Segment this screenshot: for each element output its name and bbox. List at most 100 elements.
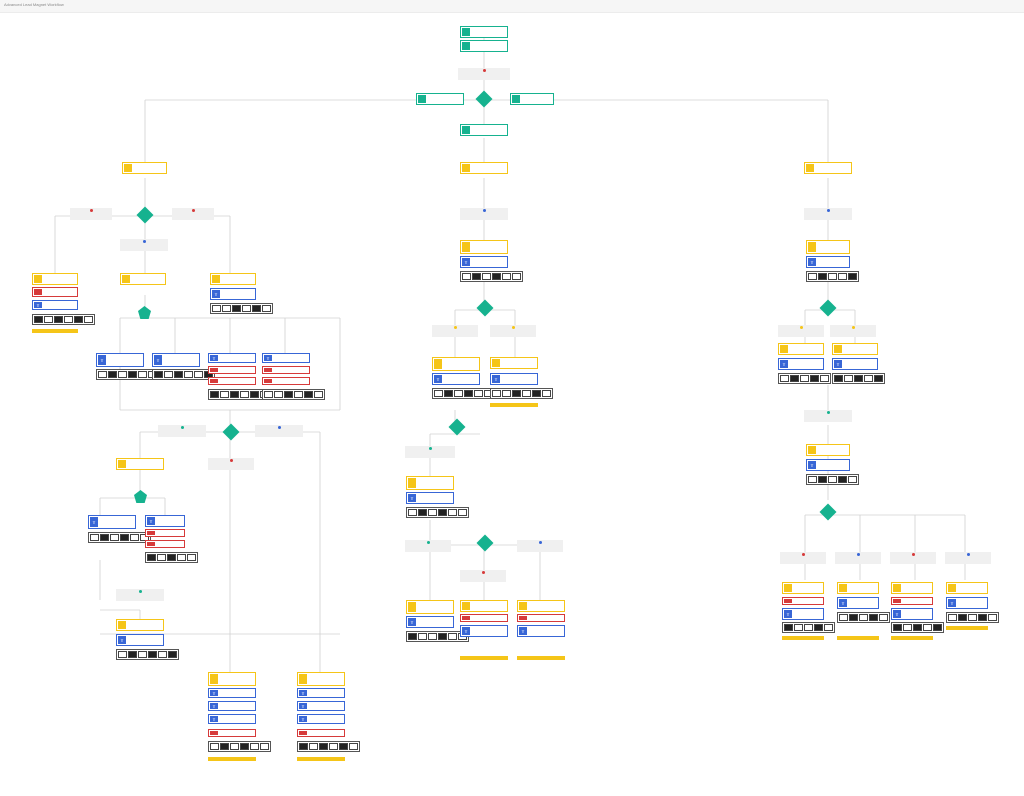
toolbar-button[interactable] [492,390,501,397]
yellow-step-node[interactable] [210,273,256,285]
toolbar-button[interactable] [512,273,521,280]
toolbar-button[interactable] [780,375,789,382]
green-step-node[interactable] [460,26,508,38]
toolbar-button[interactable] [250,391,259,398]
condition-node[interactable] [830,325,876,337]
toolbar-button[interactable] [814,624,823,631]
toolbar-button[interactable] [220,743,229,750]
toolbar-button[interactable] [157,554,166,561]
blue-step-node[interactable]: T [806,256,850,268]
milestone-bar[interactable] [946,626,988,630]
step-toolbar[interactable] [837,612,890,623]
toolbar-button[interactable] [428,509,437,516]
yellow-step-node[interactable] [891,582,933,594]
toolbar-button[interactable] [210,743,219,750]
step-toolbar[interactable] [96,369,159,380]
step-toolbar[interactable] [297,741,360,752]
toolbar-button[interactable] [264,391,273,398]
blue-step-node[interactable]: T [297,701,345,711]
toolbar-button[interactable] [164,371,173,378]
yellow-step-node[interactable] [120,273,166,285]
toolbar-button[interactable] [434,390,443,397]
toolbar-button[interactable] [284,391,293,398]
toolbar-button[interactable] [100,534,109,541]
toolbar-button[interactable] [220,391,229,398]
yellow-step-node[interactable] [806,444,850,456]
toolbar-button[interactable] [502,390,511,397]
toolbar-button[interactable] [250,743,259,750]
red-step-node[interactable] [891,597,933,605]
toolbar-button[interactable] [167,554,176,561]
toolbar-button[interactable] [808,476,817,483]
toolbar-button[interactable] [454,390,463,397]
toolbar-button[interactable] [222,305,231,312]
toolbar-button[interactable] [319,743,328,750]
toolbar-button[interactable] [864,375,873,382]
toolbar-button[interactable] [294,391,303,398]
toolbar-button[interactable] [542,390,551,397]
toolbar-button[interactable] [177,554,186,561]
blue-step-node[interactable]: T [832,358,878,370]
toolbar-button[interactable] [834,375,843,382]
toolbar-button[interactable] [438,509,447,516]
condition-node[interactable] [172,208,214,220]
yellow-step-node[interactable] [406,476,454,490]
condition-node[interactable] [780,552,826,564]
step-toolbar[interactable] [32,314,95,325]
toolbar-button[interactable] [84,316,93,323]
condition-node[interactable] [405,540,451,552]
red-step-node[interactable] [460,614,508,622]
red-step-node[interactable] [208,729,256,737]
toolbar-button[interactable] [808,273,817,280]
green-step-node[interactable] [510,93,554,105]
condition-node[interactable] [158,425,206,437]
blue-step-node[interactable]: T [837,597,879,609]
condition-node[interactable] [778,325,824,337]
toolbar-button[interactable] [44,316,53,323]
toolbar-button[interactable] [108,371,117,378]
toolbar-button[interactable] [154,371,163,378]
red-step-node[interactable] [32,287,78,297]
toolbar-button[interactable] [512,390,521,397]
blue-step-node[interactable]: T [208,701,256,711]
toolbar-button[interactable] [232,305,241,312]
toolbar-button[interactable] [818,273,827,280]
toolbar-button[interactable] [242,305,251,312]
yellow-step-node[interactable] [460,600,508,612]
yellow-step-node[interactable] [804,162,852,174]
milestone-bar[interactable] [782,636,824,640]
condition-node[interactable] [120,239,168,251]
toolbar-button[interactable] [54,316,63,323]
toolbar-button[interactable] [859,614,868,621]
condition-node[interactable] [70,208,112,220]
condition-node[interactable] [458,68,510,80]
toolbar-button[interactable] [800,375,809,382]
condition-node[interactable] [490,325,536,337]
condition-node[interactable] [208,458,254,470]
toolbar-button[interactable] [309,743,318,750]
toolbar-button[interactable] [252,305,261,312]
toolbar-button[interactable] [794,624,803,631]
step-toolbar[interactable] [208,741,271,752]
blue-step-node[interactable]: T [145,515,185,527]
toolbar-button[interactable] [418,509,427,516]
toolbar-button[interactable] [824,624,833,631]
red-step-node[interactable] [208,377,256,385]
red-step-node[interactable] [145,540,185,548]
blue-step-node[interactable]: T [152,353,200,367]
toolbar-button[interactable] [314,391,323,398]
blue-step-node[interactable]: T [460,256,508,268]
yellow-step-node[interactable] [490,357,538,369]
toolbar-button[interactable] [120,534,129,541]
red-step-node[interactable] [208,366,256,374]
toolbar-button[interactable] [408,633,417,640]
toolbar-button[interactable] [958,614,967,621]
blue-step-node[interactable]: T [946,597,988,609]
toolbar-button[interactable] [492,273,501,280]
blue-step-node[interactable]: T [208,353,256,363]
step-toolbar[interactable] [778,373,831,384]
toolbar-button[interactable] [118,651,127,658]
toolbar-button[interactable] [329,743,338,750]
toolbar-button[interactable] [187,554,196,561]
step-toolbar[interactable] [490,388,553,399]
